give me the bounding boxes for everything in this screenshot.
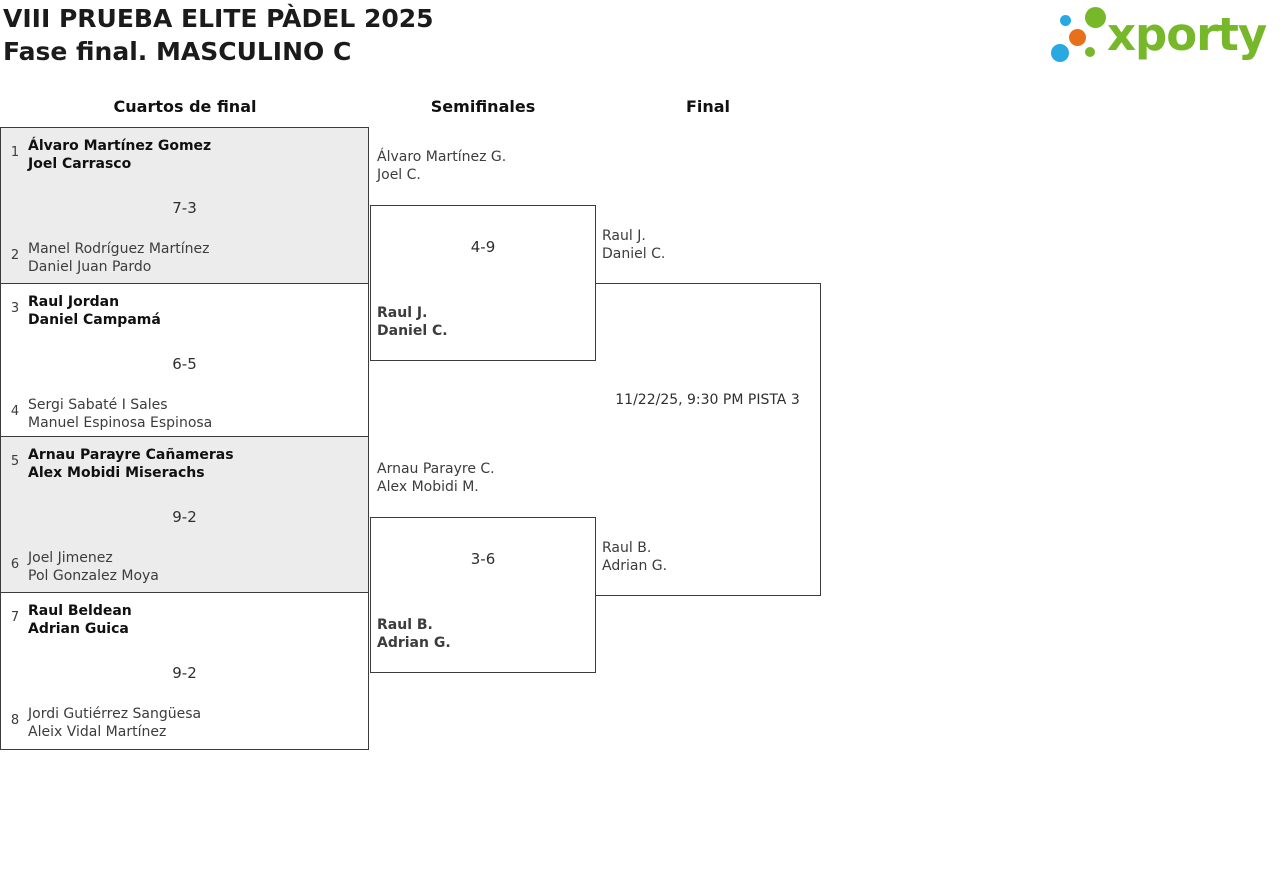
- team-pair: Álvaro Martínez G. Joel C.: [377, 148, 506, 184]
- player-name: Alex Mobidi Miserachs: [28, 465, 205, 481]
- tournament-name: VIII PRUEBA ELITE PÀDEL 2025: [3, 4, 434, 33]
- match-score: 3-6: [470, 550, 496, 568]
- team-pair-winner: Raul Jordan Daniel Campamá: [28, 293, 161, 329]
- player-name: Sergi Sabaté I Sales: [28, 397, 168, 413]
- player-name: Adrian G.: [602, 558, 668, 574]
- team-pair: Raul B. Adrian G.: [602, 539, 667, 575]
- player-name: Daniel Juan Pardo: [28, 259, 152, 275]
- match-score: 6-5: [172, 355, 197, 373]
- logo-dot-green-small-icon: [1085, 47, 1095, 57]
- team-pair: Raul J. Daniel C.: [602, 227, 665, 263]
- phase-category: Fase final. MASCULINO C: [3, 37, 352, 66]
- player-name: Aleix Vidal Martínez: [28, 724, 167, 740]
- player-name: Manuel Espinosa Espinosa: [28, 415, 213, 431]
- team-pair: Sergi Sabaté I Sales Manuel Espinosa Esp…: [28, 396, 212, 432]
- seed-number-4: 4: [10, 404, 20, 419]
- player-name: Jordi Gutiérrez Sangüesa: [28, 706, 202, 722]
- xporty-logo-text: xporty: [1107, 8, 1267, 61]
- player-name: Adrian G.: [377, 635, 451, 651]
- quarterfinal-match-1: 1 Álvaro Martínez Gomez Joel Carrasco 7-…: [0, 127, 369, 284]
- player-name: Álvaro Martínez G.: [377, 149, 507, 165]
- player-name: Joel Jimenez: [28, 550, 113, 566]
- match-schedule: 11/22/25, 9:30 PM PISTA 3: [615, 392, 800, 408]
- seed-number-5: 5: [10, 454, 20, 469]
- seed-number-6: 6: [10, 557, 20, 572]
- player-name: Daniel C.: [377, 323, 448, 339]
- logo-dot-blue-small-icon: [1060, 15, 1071, 26]
- player-name: Daniel Campamá: [28, 312, 161, 328]
- player-name: Álvaro Martínez Gomez: [28, 138, 212, 154]
- team-pair: Joel Jimenez Pol Gonzalez Moya: [28, 549, 159, 585]
- seed-number-8: 8: [10, 713, 20, 728]
- round-header-final: Final: [685, 97, 731, 116]
- logo-dot-blue-large-icon: [1051, 44, 1069, 62]
- player-name: Raul J.: [377, 305, 428, 321]
- player-name: Raul B.: [602, 540, 652, 556]
- player-name: Raul Beldean: [28, 603, 132, 619]
- quarterfinal-match-3: 5 Arnau Parayre Cañameras Alex Mobidi Mi…: [0, 436, 369, 593]
- player-name: Joel C.: [377, 167, 421, 183]
- player-name: Adrian Guica: [28, 621, 129, 637]
- player-name: Arnau Parayre Cañameras: [28, 447, 234, 463]
- player-name: Raul Jordan: [28, 294, 120, 310]
- match-score: 9-2: [172, 508, 197, 526]
- match-score: 9-2: [172, 664, 197, 682]
- player-name: Pol Gonzalez Moya: [28, 568, 159, 584]
- team-pair: Manel Rodríguez Martínez Daniel Juan Par…: [28, 240, 209, 276]
- match-score: 4-9: [470, 238, 496, 256]
- logo-dot-orange-icon: [1069, 29, 1086, 46]
- round-header-quarterfinals: Cuartos de final: [113, 97, 257, 116]
- seed-number-2: 2: [10, 248, 20, 263]
- player-name: Alex Mobidi M.: [377, 479, 479, 495]
- player-name: Daniel C.: [602, 246, 666, 262]
- xporty-logo[interactable]: xporty: [1045, 4, 1277, 68]
- player-name: Manel Rodríguez Martínez: [28, 241, 210, 257]
- seed-number-7: 7: [10, 610, 20, 625]
- team-pair: Arnau Parayre C. Alex Mobidi M.: [377, 460, 495, 496]
- player-name: Raul J.: [602, 228, 646, 244]
- team-pair-winner: Raul Beldean Adrian Guica: [28, 602, 132, 638]
- quarterfinal-match-2: 3 Raul Jordan Daniel Campamá 6-5 Sergi S…: [0, 283, 369, 437]
- player-name: Raul B.: [377, 617, 433, 633]
- team-pair-winner: Arnau Parayre Cañameras Alex Mobidi Mise…: [28, 446, 234, 482]
- team-pair: Jordi Gutiérrez Sangüesa Aleix Vidal Mar…: [28, 705, 201, 741]
- player-name: Arnau Parayre C.: [377, 461, 495, 477]
- logo-dot-green-large-icon: [1085, 7, 1106, 28]
- seed-number-3: 3: [10, 301, 20, 316]
- page-title: VIII PRUEBA ELITE PÀDEL 2025 Fase final.…: [3, 2, 434, 68]
- final-match: 11/22/25, 9:30 PM PISTA 3: [595, 283, 821, 596]
- round-header-semifinals: Semifinales: [430, 97, 536, 116]
- team-pair-winner: Raul B. Adrian G.: [377, 616, 451, 652]
- match-score: 7-3: [172, 199, 197, 217]
- seed-number-1: 1: [10, 145, 20, 160]
- player-name: Joel Carrasco: [28, 156, 132, 172]
- quarterfinal-match-4: 7 Raul Beldean Adrian Guica 9-2 Jordi Gu…: [0, 592, 369, 750]
- team-pair-winner: Álvaro Martínez Gomez Joel Carrasco: [28, 137, 211, 173]
- team-pair-winner: Raul J. Daniel C.: [377, 304, 448, 340]
